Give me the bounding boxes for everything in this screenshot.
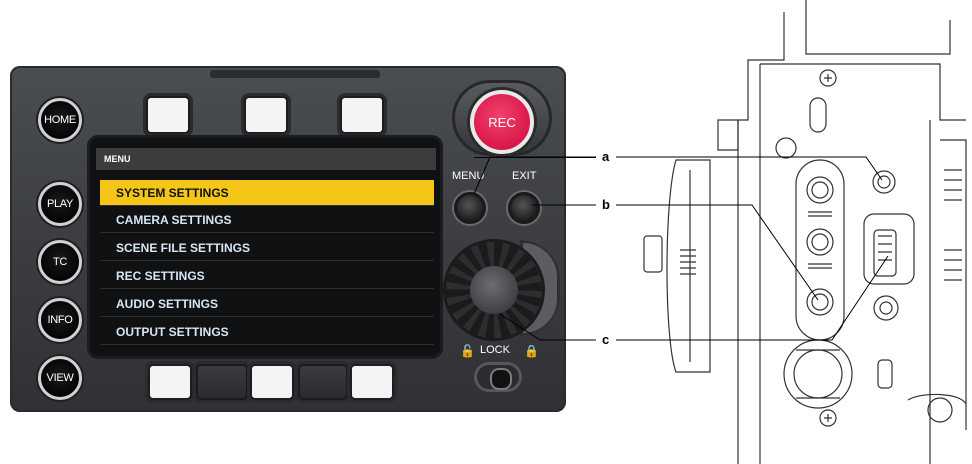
lock-label: LOCK	[480, 344, 510, 356]
soft-key-top-1[interactable]	[146, 96, 190, 134]
menu-item-rec-settings[interactable]: REC SETTINGS	[100, 263, 434, 289]
jog-dial-center[interactable]	[470, 266, 518, 314]
soft-key-bottom-2[interactable]	[196, 364, 248, 400]
view-button[interactable]: VIEW	[38, 356, 82, 400]
home-button[interactable]: HOME	[38, 98, 82, 142]
soft-key-bottom-3[interactable]	[250, 364, 294, 400]
soft-key-bottom-1[interactable]	[148, 364, 192, 400]
callout-b: b	[602, 197, 610, 212]
exit-label: EXIT	[512, 170, 537, 182]
unlock-icon: 🔓	[460, 344, 475, 358]
exit-knob[interactable]	[508, 192, 540, 224]
menu-knob[interactable]	[454, 192, 486, 224]
tc-button[interactable]: TC	[38, 240, 82, 284]
lock-switch-thumb[interactable]	[490, 368, 512, 390]
soft-key-bottom-4[interactable]	[298, 364, 348, 400]
lcd-screen	[90, 138, 440, 356]
callout-a: a	[602, 149, 610, 164]
menu-item-audio-settings[interactable]: AUDIO SETTINGS	[100, 291, 434, 317]
menu-item-camera-settings[interactable]: CAMERA SETTINGS	[100, 207, 434, 233]
panel-slot	[210, 70, 380, 78]
rec-button[interactable]: REC	[470, 90, 534, 154]
soft-key-bottom-5[interactable]	[350, 364, 394, 400]
lock-icon: 🔒	[524, 344, 539, 358]
info-button[interactable]: INFO	[38, 298, 82, 342]
soft-key-top-2[interactable]	[244, 96, 288, 134]
menu-item-scene-file-settings[interactable]: SCENE FILE SETTINGS	[100, 235, 434, 261]
menu-item-output-settings[interactable]: OUTPUT SETTINGS	[100, 319, 434, 345]
lcd-title: MENU	[96, 148, 436, 170]
callout-c: c	[602, 332, 610, 347]
menu-item-system-settings[interactable]: SYSTEM SETTINGS	[100, 180, 434, 206]
play-button[interactable]: PLAY	[38, 182, 82, 226]
soft-key-top-3[interactable]	[340, 96, 384, 134]
menu-label: MENU	[452, 170, 485, 182]
